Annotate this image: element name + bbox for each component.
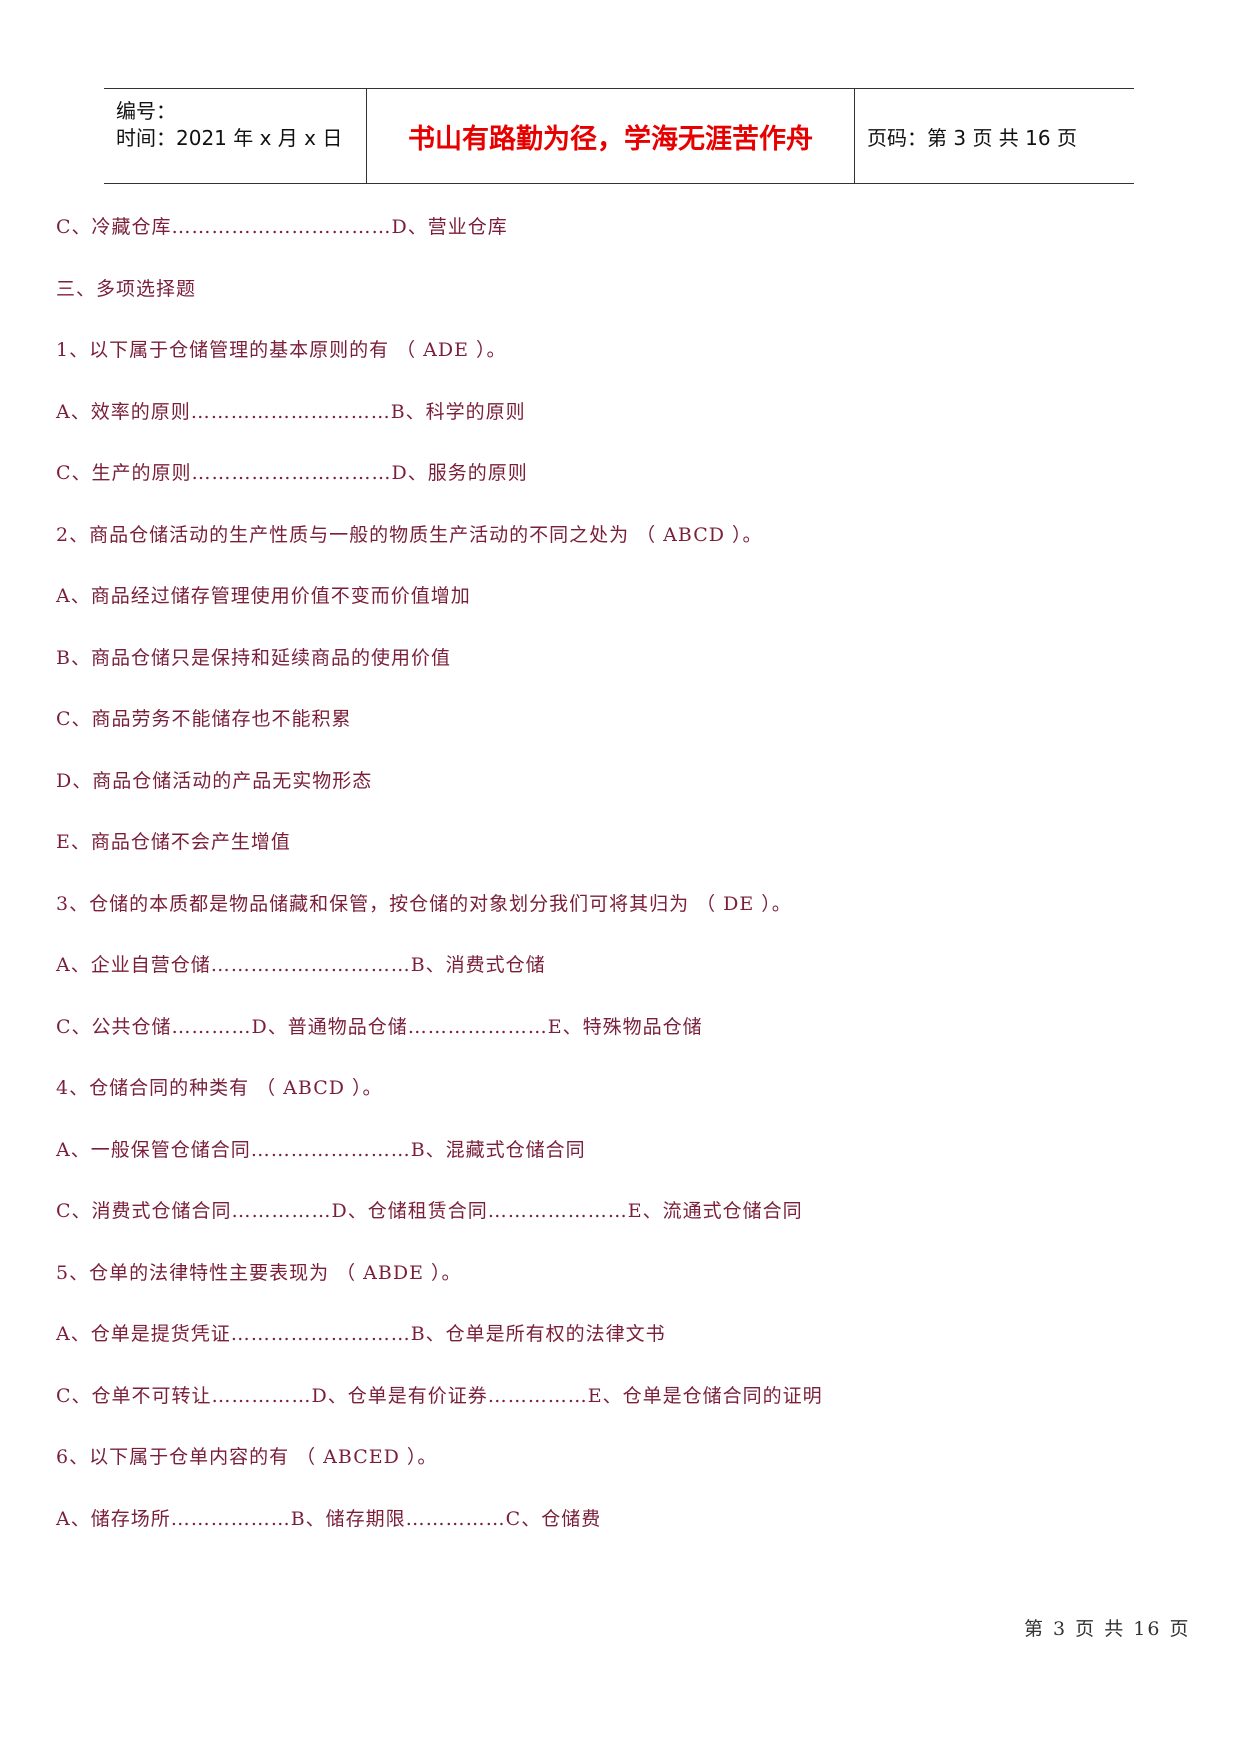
page-header: 编号： 时间：2021 年 x 月 x 日 书山有路勤为径，学海无涯苦作舟 页码…: [104, 88, 1134, 184]
option-line: C、公共仓储…………D、普通物品仓储…………………E、特殊物品仓储: [56, 1015, 703, 1038]
question-line: 5、仓单的法律特性主要表现为 （ ABDE ）。: [56, 1261, 462, 1284]
option-line: C、消费式仓储合同……………D、仓储租赁合同…………………E、流通式仓储合同: [56, 1200, 803, 1222]
option-line: A、商品经过储存管理使用价值不变而价值增加: [56, 585, 471, 607]
text-line: C、冷藏仓库……………………………D、营业仓库: [56, 216, 508, 238]
option-line: C、商品劳务不能储存也不能积累: [56, 708, 352, 730]
option-line: C、仓单不可转让……………D、仓单是有价证券……………E、仓单是仓储合同的证明: [56, 1384, 823, 1407]
number-label: 编号：: [116, 99, 176, 123]
section-heading: 三、多项选择题: [56, 277, 197, 300]
question-line: 6、以下属于仓单内容的有 （ ABCED ）。: [56, 1446, 438, 1468]
question-line: 1、以下属于仓储管理的基本原则的有 （ ADE ）。: [56, 339, 507, 361]
question-line: 4、仓储合同的种类有 （ ABCD ）。: [56, 1077, 383, 1099]
time-label: 时间：2021 年 x 月 x 日: [116, 126, 343, 150]
option-line: A、一般保管仓储合同……………………B、混藏式仓储合同: [56, 1138, 586, 1161]
option-line: A、效率的原则…………………………B、科学的原则: [56, 400, 526, 423]
option-line: A、企业自营仓储…………………………B、消费式仓储: [56, 954, 546, 976]
header-page-info: 页码：第 3 页 共 16 页: [867, 125, 1077, 150]
option-line: A、仓单是提货凭证………………………B、仓单是所有权的法律文书: [56, 1323, 666, 1345]
header-meta: 编号： 时间：2021 年 x 月 x 日: [104, 89, 367, 183]
option-line: B、商品仓储只是保持和延续商品的使用价值: [56, 646, 451, 669]
option-line: C、生产的原则…………………………D、服务的原则: [56, 462, 528, 484]
page-footer: 第 3 页 共 16 页: [1024, 1618, 1191, 1640]
question-line: 2、商品仓储活动的生产性质与一般的物质生产活动的不同之处为 （ ABCD ）。: [56, 523, 763, 546]
option-line: E、商品仓储不会产生增值: [56, 831, 291, 853]
header-slogan: 书山有路勤为径，学海无涯苦作舟: [367, 89, 855, 183]
document-body: C、冷藏仓库……………………………D、营业仓库 三、多项选择题 1、以下属于仓储…: [56, 214, 1176, 1567]
question-line: 3、仓储的本质都是物品储藏和保管，按仓储的对象划分我们可将其归为 （ DE ）。: [56, 892, 792, 915]
option-line: A、储存场所………………B、储存期限……………C、仓储费: [56, 1507, 602, 1530]
option-line: D、商品仓储活动的产品无实物形态: [56, 769, 373, 792]
